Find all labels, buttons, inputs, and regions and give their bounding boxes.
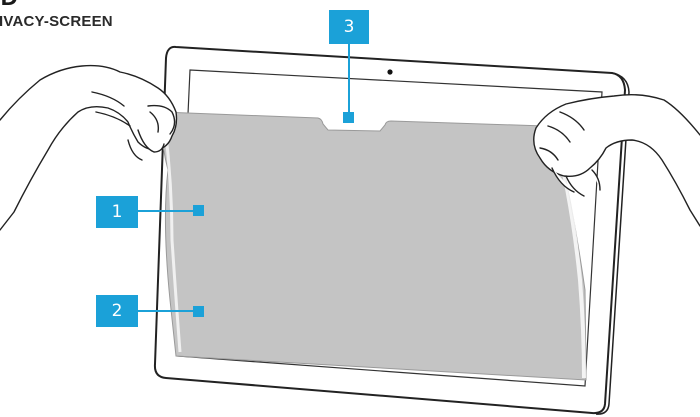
left-hand (0, 64, 178, 231)
page-heading-fragment: ID (0, 0, 18, 10)
callout-badge-1: 1 (96, 196, 138, 228)
tablet-side-edge (595, 72, 630, 415)
section-caption: IVACY-SCREEN (0, 13, 113, 30)
privacy-film (161, 111, 587, 381)
film-left-curl (162, 117, 182, 353)
target-marker-1 (193, 205, 204, 216)
right-hand (533, 93, 700, 227)
target-marker-3 (343, 112, 354, 123)
front-camera-icon (387, 69, 393, 75)
target-marker-2 (193, 306, 204, 317)
callout-badge-3: 3 (329, 10, 369, 44)
callout-badge-2: 2 (96, 295, 138, 327)
